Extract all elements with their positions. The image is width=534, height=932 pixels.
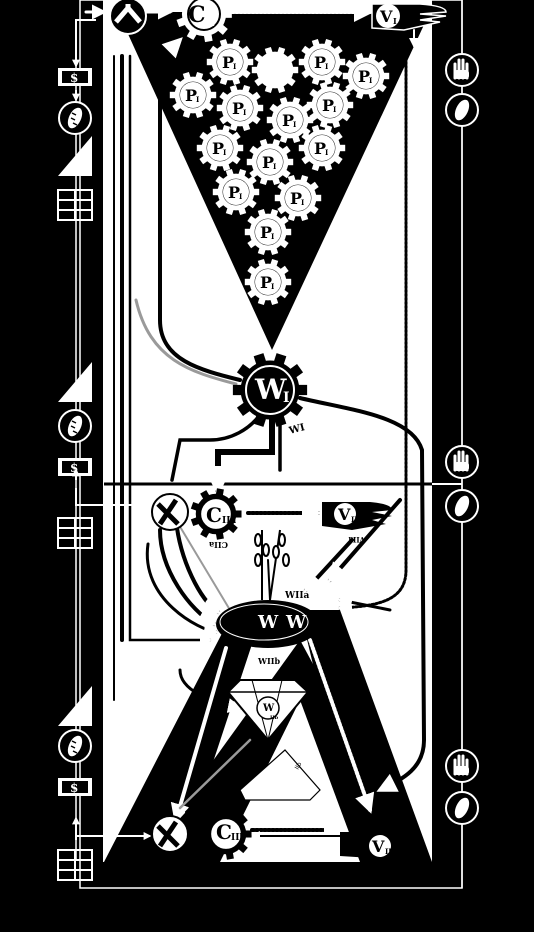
p-gear-sub: I bbox=[196, 95, 199, 104]
p-gear-sub: I bbox=[233, 62, 236, 71]
bread-loaf-icon bbox=[446, 94, 478, 126]
p-gear-sub: I bbox=[301, 198, 304, 207]
dollar-label: $ bbox=[70, 461, 78, 475]
p-gear-sub: I bbox=[223, 148, 226, 157]
v2b-caption: VIIb bbox=[350, 816, 371, 826]
raised-hand-icon bbox=[446, 54, 478, 86]
bread-loaf-icon bbox=[59, 410, 91, 442]
v2a-sub: IIa bbox=[351, 515, 363, 524]
pickaxe-node-top bbox=[110, 0, 146, 34]
dollar-label: $ bbox=[70, 781, 78, 795]
w1-sub: I bbox=[283, 390, 290, 406]
w2b-sub: IIb bbox=[270, 715, 279, 721]
c2a-caption: CIIa bbox=[209, 540, 228, 550]
bread-loaf-icon bbox=[59, 730, 91, 762]
v2b-sub: IIb bbox=[385, 847, 397, 856]
w2b-caption: WIIb bbox=[257, 656, 280, 666]
dollar-sign-icon: $ bbox=[58, 68, 92, 86]
v2a-caption: VIIa bbox=[348, 535, 366, 544]
w2b-label: W bbox=[262, 703, 275, 714]
dollar-sign-icon: $ bbox=[58, 778, 92, 796]
w2a-label-second: W bbox=[285, 612, 307, 633]
p-gear-sub: I bbox=[325, 62, 328, 71]
p-gear-sub: I bbox=[293, 120, 296, 129]
p-gear-sub: I bbox=[369, 76, 372, 85]
p-gear-sub: I bbox=[243, 108, 246, 117]
c1-label: C bbox=[188, 2, 206, 28]
dollar-label: $ bbox=[70, 71, 78, 85]
v2a-label: V bbox=[337, 505, 351, 524]
p-gear-sub: I bbox=[333, 105, 336, 114]
v1-label: V bbox=[379, 7, 393, 26]
p-gear-sub: I bbox=[271, 282, 274, 291]
raised-hand-icon bbox=[446, 446, 478, 478]
c2a-sub: IIa bbox=[222, 516, 236, 526]
c2b-sub: IIb bbox=[231, 833, 246, 843]
w2a-label: W bbox=[257, 612, 279, 633]
p-gear-sub: I bbox=[239, 192, 242, 201]
bread-loaf-icon bbox=[446, 792, 478, 824]
p-gear-sub: I bbox=[325, 148, 328, 157]
v2b-label: V bbox=[371, 837, 385, 856]
pickaxe-node-iia bbox=[152, 494, 188, 530]
w2a-top-label: WIIa bbox=[284, 591, 310, 601]
c2a-label: C bbox=[206, 503, 222, 527]
p-gear-sub: I bbox=[271, 232, 274, 241]
bread-loaf-icon bbox=[446, 490, 478, 522]
pickaxe-node-iib bbox=[152, 816, 188, 852]
bread-loaf-icon bbox=[59, 102, 91, 134]
c1-sub: I bbox=[210, 18, 215, 29]
raised-hand-icon bbox=[446, 750, 478, 782]
c2b-label: C bbox=[216, 820, 232, 844]
v1-sub: I bbox=[393, 16, 397, 26]
p-gear-sub: I bbox=[273, 162, 276, 171]
